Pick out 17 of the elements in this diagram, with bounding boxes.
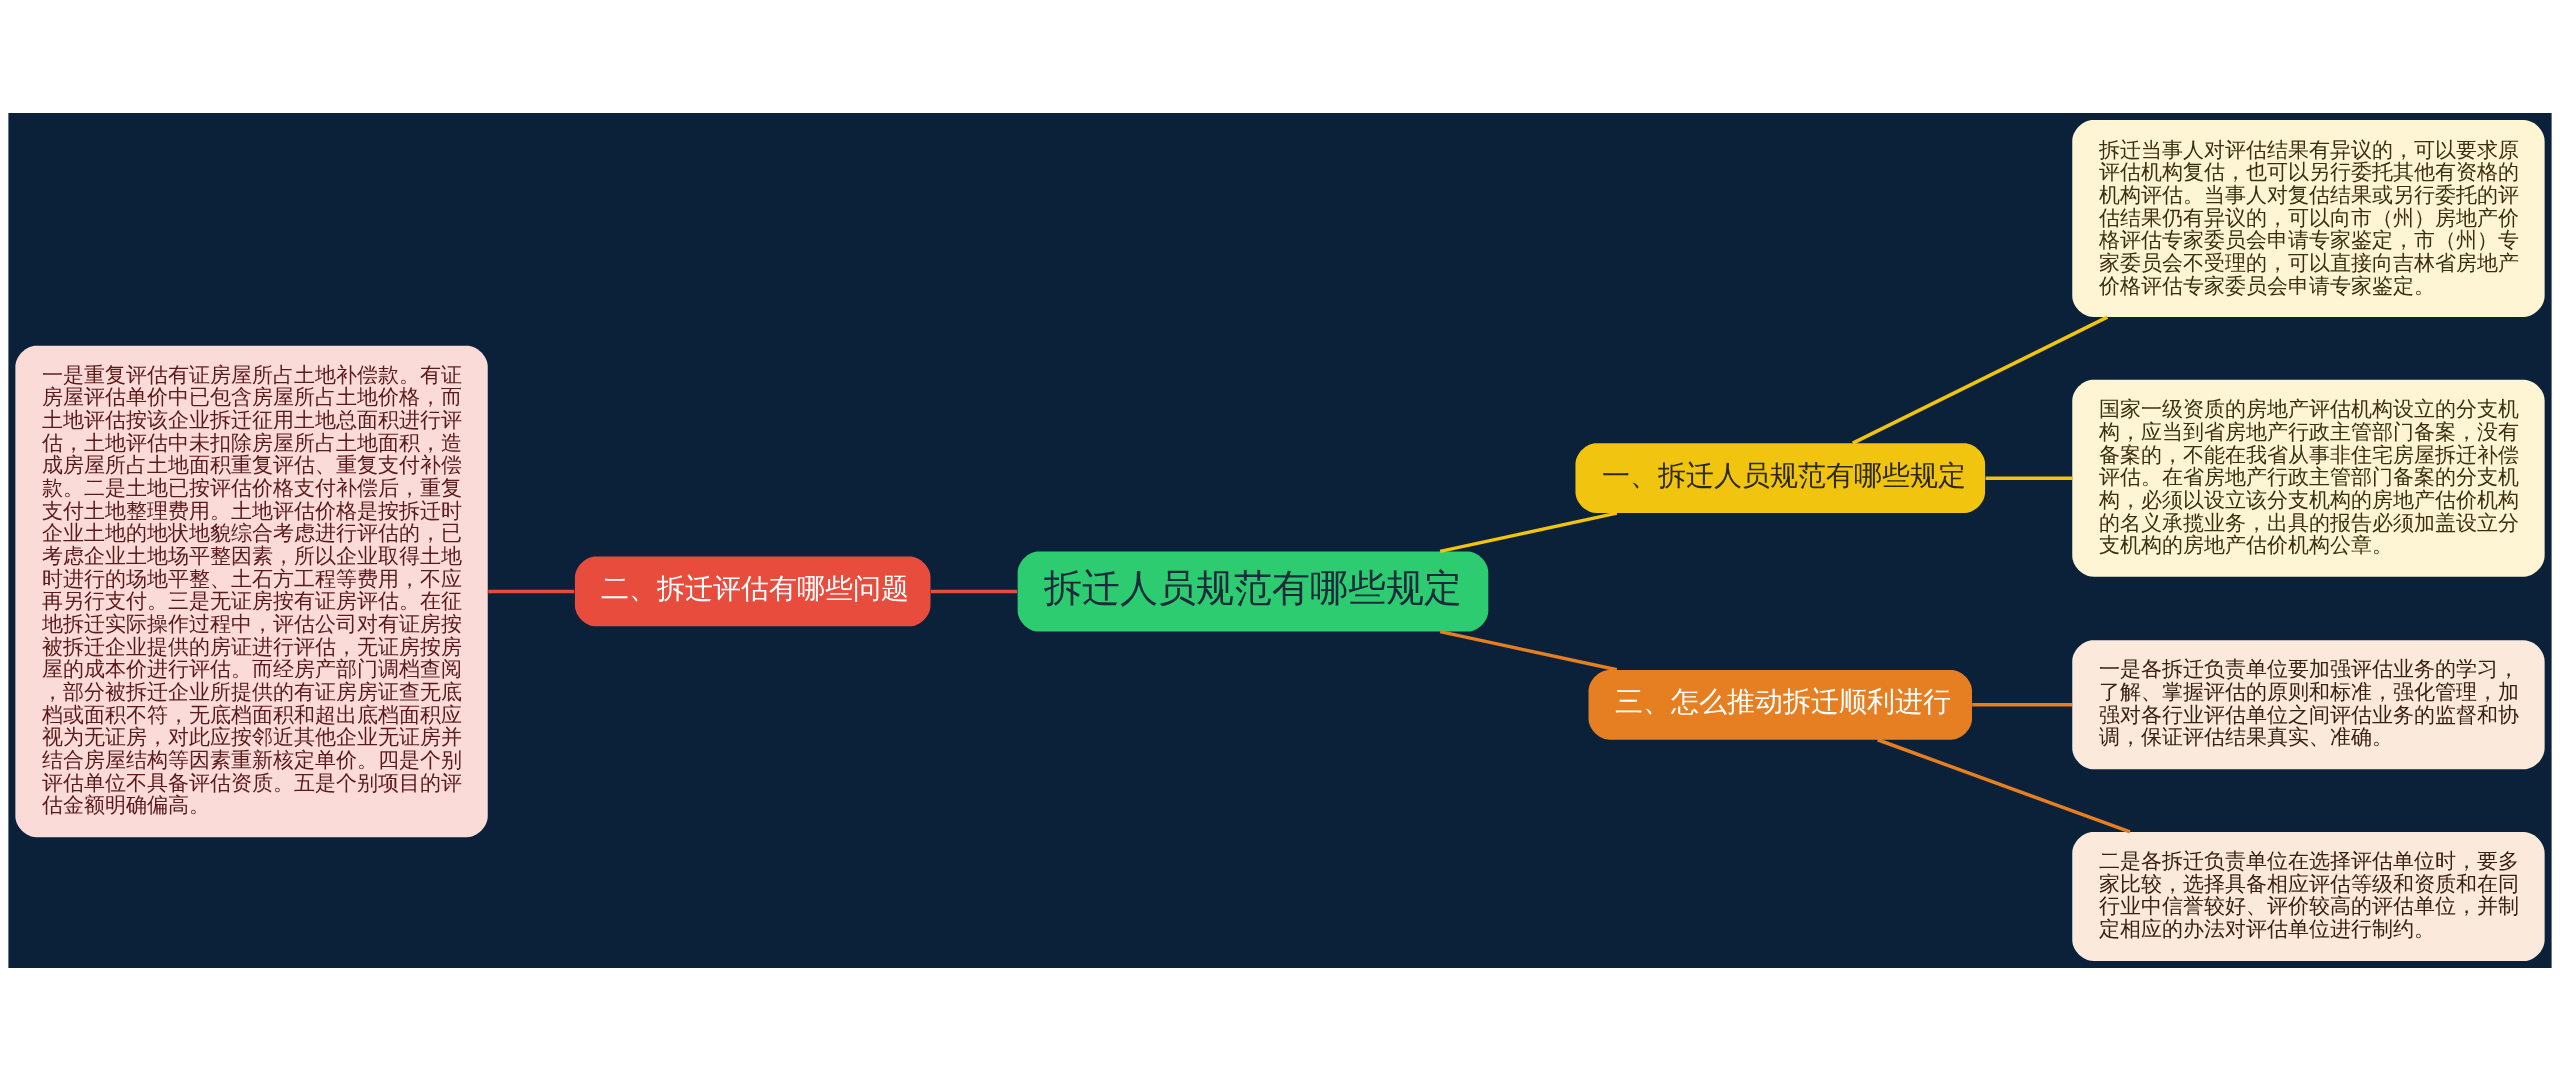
node-box: 国家一级资质的房地产评估机构设立的分支机构，应当到省房地产行政主管部门备案，没有备案的，不能在我省从事非住宅房屋拆迁补偿评估。在省房地产行政主管部门备案的分支机构，必须以设立该分支机构的房地产估价机构的名义承揽业务，出具的报告必须加盖设立分支机构的房地产估价机构公章。	[2072, 379, 2545, 577]
connector	[1439, 629, 1618, 672]
connector	[931, 589, 1018, 594]
connector	[1985, 476, 2073, 480]
connector	[488, 589, 575, 594]
node-box: 一是各拆迁负责单位要加强评估业务的学习，了解、掌握评估的原则和标准，强化管理，加强对各行业评估单位之间评估业务的监督和协调，保证评估结果真实、准确。	[2072, 640, 2545, 770]
connector	[1852, 315, 2109, 445]
node-box: 拆迁当事人对评估结果有异议的，可以要求原评估机构复估，也可以另行委托其他有资格的机构评估。当事人对复估结果或另行委托的评估结果仍有异议的，可以向市（州）房地产价格评估专家委员会申请专家鉴定，市（州）专家委员会不受理的，可以直接向吉林省房地产价格评估专家委员会申请专家鉴定。	[2072, 119, 2545, 317]
node-box: 一、拆迁人员规范有哪些规定	[1575, 443, 1986, 514]
node-box: 二是各拆迁负责单位在选择评估单位时，要多家比较，选择具备相应评估等级和资质和在同行业中信誉较好、评价较高的评估单位，并制定相应的办法对评估单位进行制约。	[2072, 832, 2545, 962]
node-box: 三、怎么推动拆迁顺利进行	[1588, 669, 1972, 740]
node-box: 一是重复评估有证房屋所占土地补偿款。有证房屋评估单价中已包含房屋所占土地价格，而土地评估按该企业拆迁征用土地总面积进行评估，土地评估中未扣除房屋所占土地面积，造成房屋所占土地面积重复评估、重复支付补偿款。二是土地已按评估价格支付补偿后，重复支付土地整理费用。土地评估价格是按拆迁时企业土地的地状地貌综合考虑进行评估的，已考虑企业土地场平整因素，所以企业取得土地时进行的场地平整、土石方工程等费用，不应再另行支付。三是无证房按有证房评估。在征地拆迁实际操作过程中，评估公司对有证房按被拆迁企业提供的房证进行评估，无证房按房屋的成本价进行评估。而经房产部门调档查阅，部分被拆迁企业所提供的有证房房证查无底档或面积不符，无底档面积和超出底档面积应视为无证房，对此应按邻近其他企业无证房并结合房屋结构等因素重新核定单价。四是个别评估单位不具备评估资质。五是个别项目的评估金额明确偏高。	[15, 345, 488, 838]
node-box: 二、拆迁评估有哪些问题	[574, 556, 931, 627]
connector	[1877, 738, 2131, 834]
node-box: 拆迁人员规范有哪些规定	[1017, 551, 1489, 632]
connector	[1439, 511, 1618, 554]
connector	[1972, 703, 2072, 707]
